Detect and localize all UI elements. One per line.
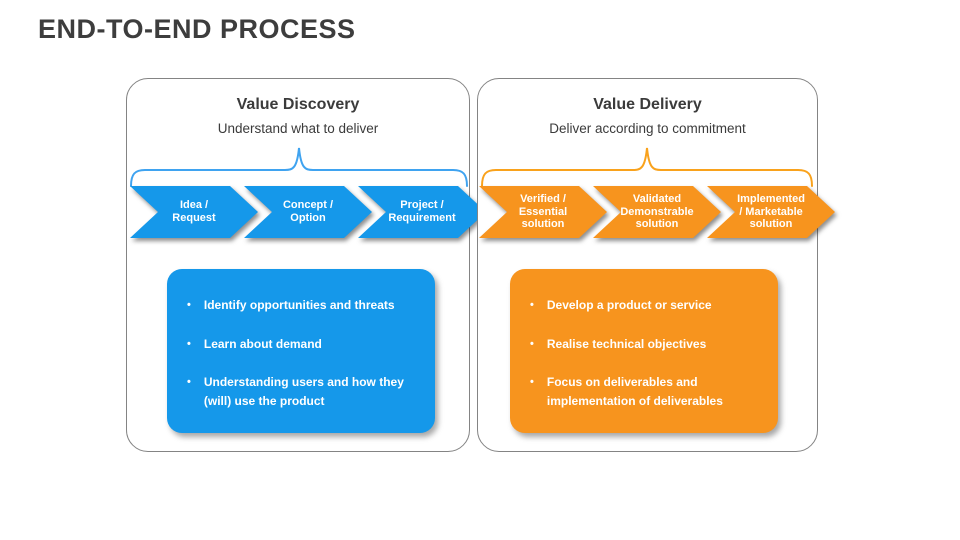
curly-brace-path xyxy=(481,147,813,187)
process-steps: Idea / Request Concept / Option Project … xyxy=(130,185,486,239)
list-item: • Develop a product or service xyxy=(530,296,762,315)
bullet-icon: • xyxy=(530,337,534,350)
chevron-arrow xyxy=(358,186,486,238)
curly-brace-icon xyxy=(130,147,468,187)
process-steps: Verified / Essential solution Validated … xyxy=(479,185,835,239)
page-title: END-TO-END PROCESS xyxy=(38,14,356,44)
panel-value-discovery: Value Discovery Understand what to deliv… xyxy=(126,78,486,452)
list-item: • Understanding users and how they (will… xyxy=(187,373,419,410)
chevron-arrows xyxy=(479,186,835,238)
chevron-arrow xyxy=(593,186,721,238)
list-item: • Focus on deliverables and implementati… xyxy=(530,373,762,410)
curly-brace-icon xyxy=(481,147,813,187)
bullet-box: • Identify opportunities and threats • L… xyxy=(167,269,435,433)
chevron-arrows xyxy=(130,186,486,238)
curly-brace-path xyxy=(130,147,468,187)
chevron-arrow xyxy=(707,186,835,238)
bullet-text: Understanding users and how they (will) … xyxy=(203,375,404,408)
chevron-arrow xyxy=(244,186,372,238)
bullet-box: • Develop a product or service • Realise… xyxy=(510,269,778,433)
bullet-icon: • xyxy=(187,376,191,389)
bullet-icon: • xyxy=(530,376,534,389)
bullet-icon: • xyxy=(187,337,191,350)
bullet-text: Realise technical objectives xyxy=(546,336,707,351)
bullet-text: Develop a product or service xyxy=(546,298,712,312)
bullet-icon: • xyxy=(530,299,534,311)
panel-value-delivery: Value Delivery Deliver according to comm… xyxy=(477,78,835,452)
bullet-icon: • xyxy=(187,299,191,311)
chevron-arrow xyxy=(479,186,607,238)
bullet-text: Learn about demand xyxy=(203,336,322,351)
bullet-list: • Identify opportunities and threats • L… xyxy=(167,269,435,411)
list-item: • Realise technical objectives xyxy=(530,335,762,354)
list-item: • Learn about demand xyxy=(187,335,419,354)
bullet-text: Identify opportunities and threats xyxy=(203,298,395,312)
panel-subheading: Understand what to deliver xyxy=(217,121,379,136)
panel-subheading: Deliver according to commitment xyxy=(549,121,746,136)
chevron-arrow xyxy=(130,186,258,238)
panel-heading: Value Discovery xyxy=(236,96,360,113)
bullet-text: Focus on deliverables and implementation… xyxy=(546,375,723,408)
bullet-list: • Develop a product or service • Realise… xyxy=(510,269,778,411)
list-item: • Identify opportunities and threats xyxy=(187,296,419,315)
panel-heading: Value Delivery xyxy=(593,96,702,113)
